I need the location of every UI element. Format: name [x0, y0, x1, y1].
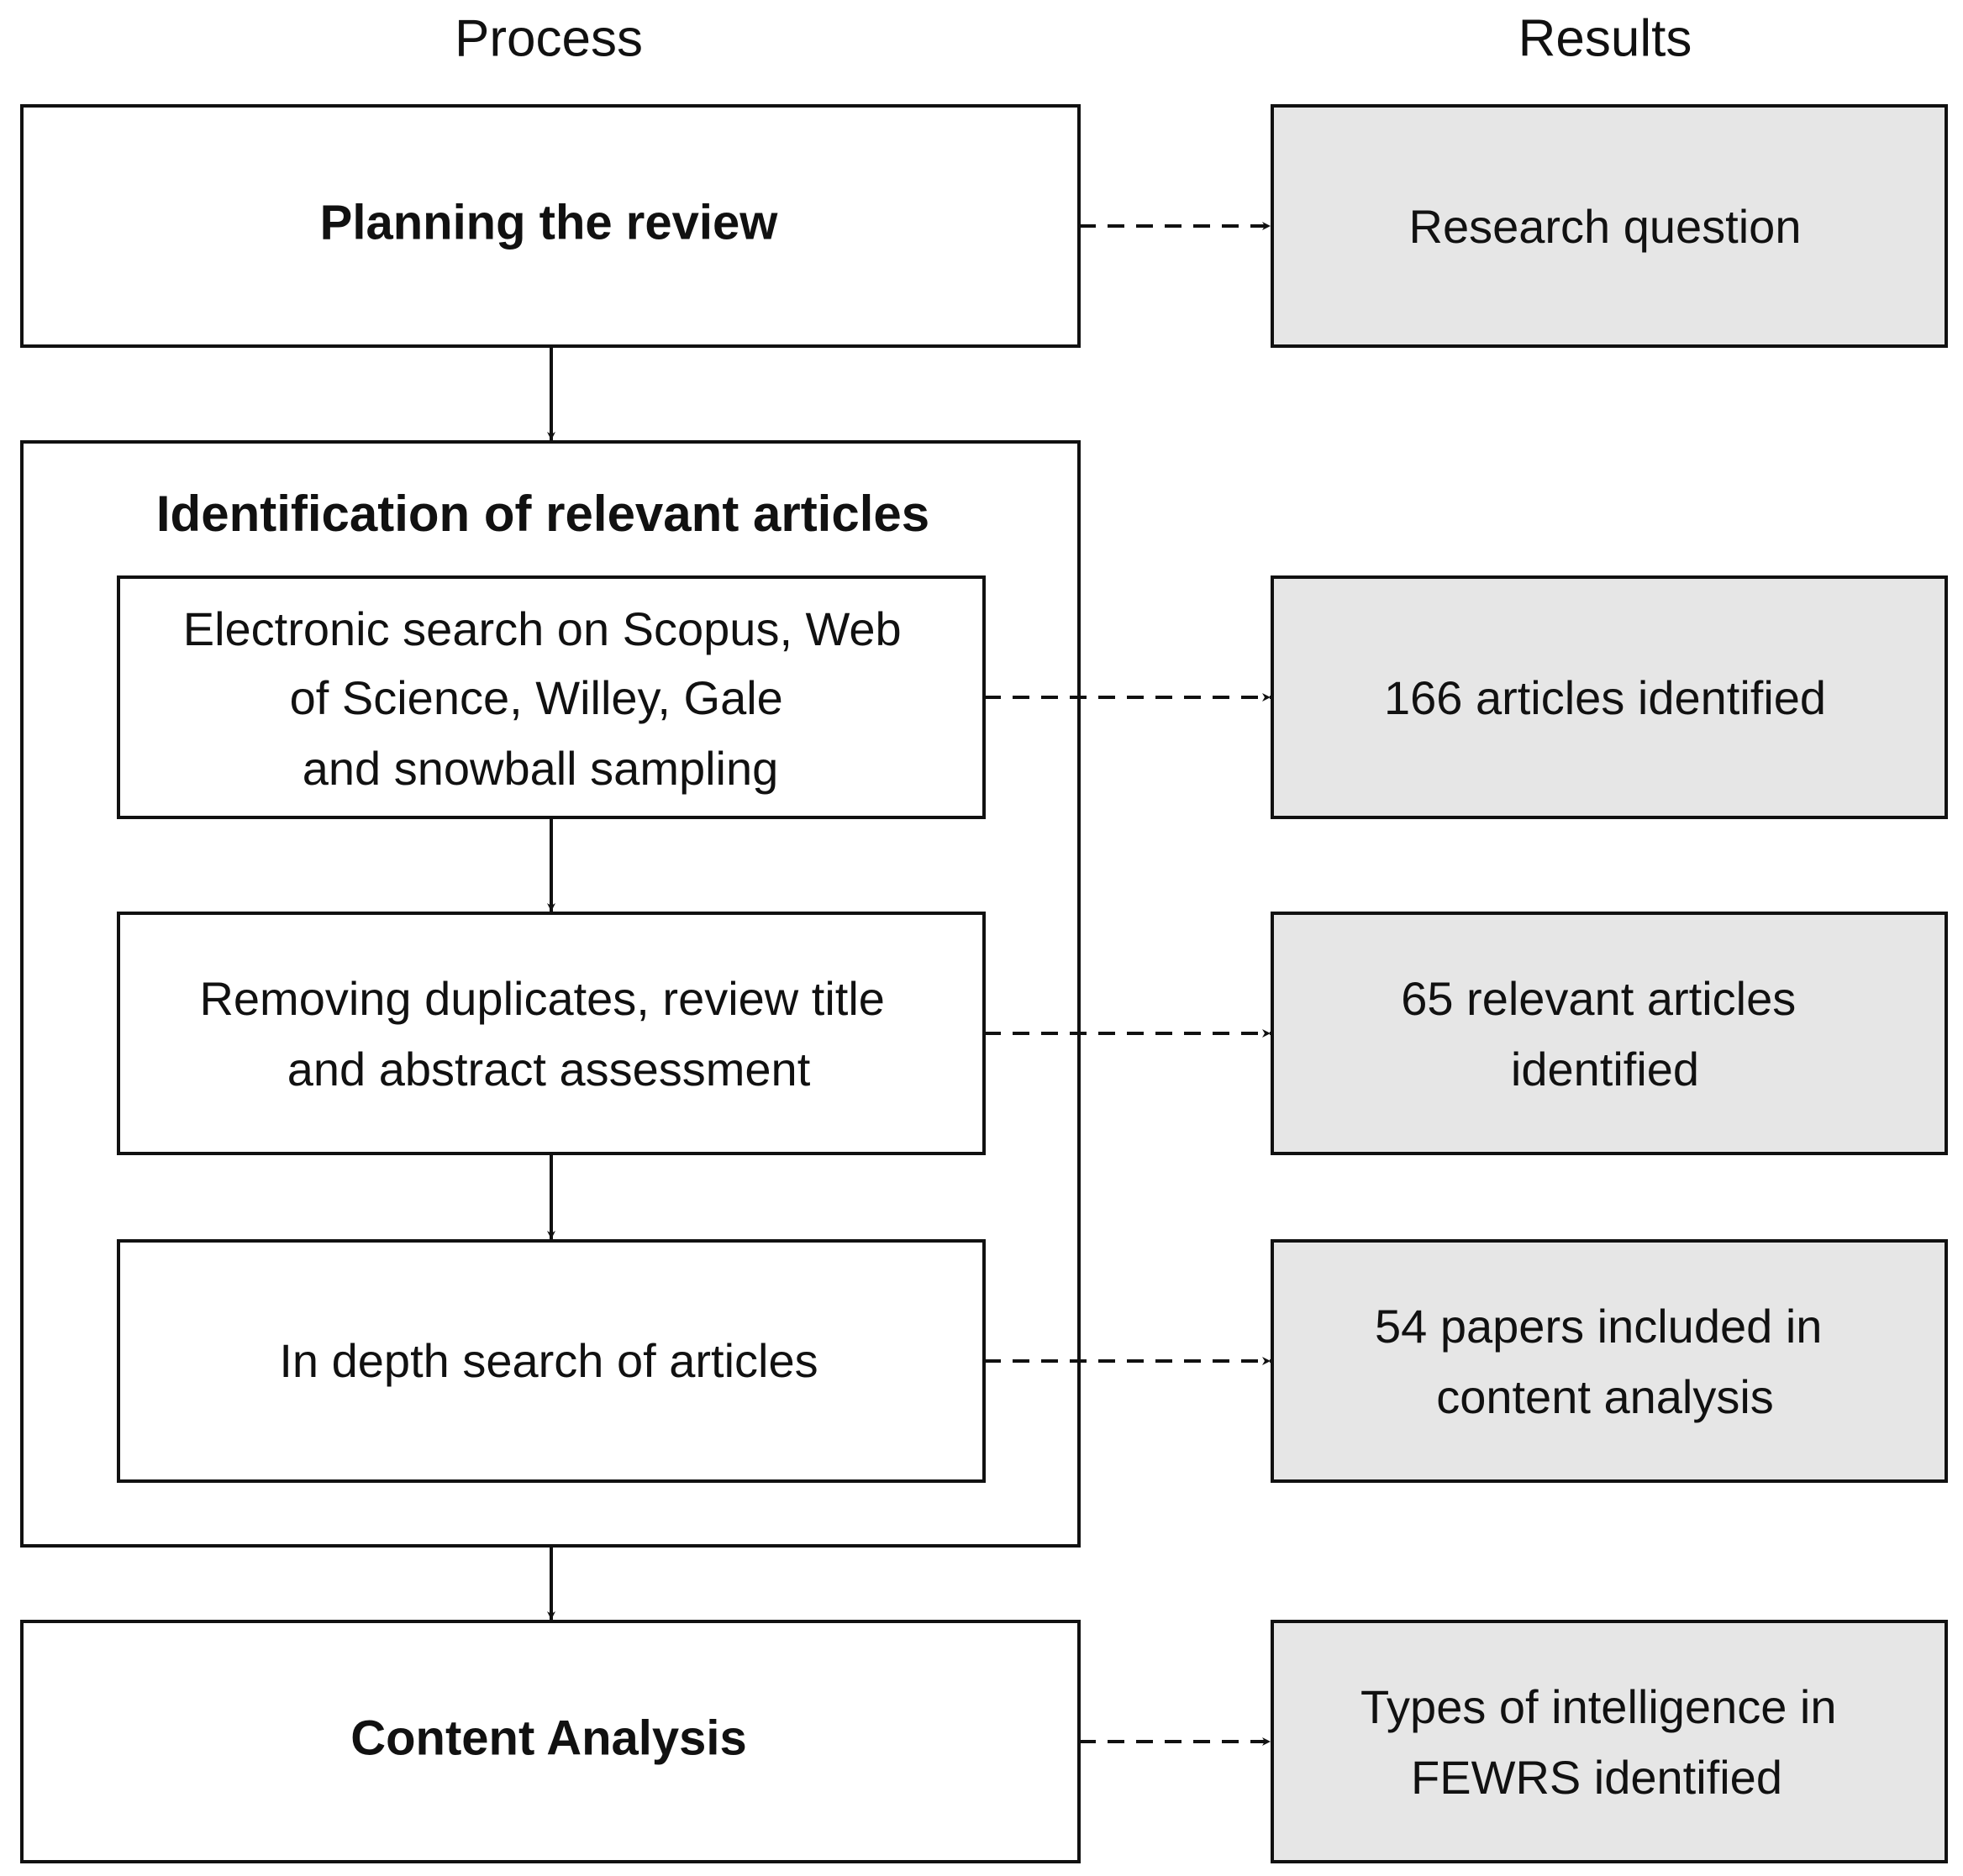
- electronic-search-line-2: of Science, Willey, Gale: [290, 671, 783, 724]
- content-analysis-box: [20, 1620, 1081, 1863]
- result-papers-included-line-2: content analysis: [1436, 1370, 1774, 1423]
- planning-box: [20, 104, 1081, 348]
- electronic-search-label: Electronic search on Scopus, Web of Scie…: [183, 602, 915, 795]
- result-box-papers-included: [1271, 1239, 1948, 1483]
- result-papers-included-line-1: 54 papers included in: [1375, 1300, 1822, 1353]
- removing-duplicates-box: [117, 912, 986, 1155]
- result-label-relevant-articles: 65 relevant articles identified: [1401, 972, 1809, 1096]
- result-research-question-line-1: Research question: [1409, 200, 1802, 253]
- results-column-header: Results: [1518, 9, 1692, 67]
- removing-duplicates-line-1: Removing duplicates, review title: [199, 972, 884, 1025]
- removing-duplicates-line-2: and abstract assessment: [287, 1043, 811, 1096]
- result-types-of-intelligence-line-1: Types of intelligence in: [1360, 1680, 1837, 1733]
- in-depth-search-box: [117, 1239, 986, 1483]
- identification-title: Identification of relevant articles: [156, 486, 929, 542]
- electronic-search-box: [117, 575, 986, 819]
- removing-duplicates-label: Removing duplicates, review title and ab…: [199, 972, 897, 1096]
- result-box-relevant-articles: [1271, 912, 1948, 1155]
- electronic-search-line-1: Electronic search on Scopus, Web: [183, 602, 902, 655]
- in-depth-search-line-1: In depth search of articles: [279, 1334, 818, 1387]
- planning-label: Planning the review: [320, 195, 779, 250]
- result-label-articles-identified: 166 articles identified: [1384, 671, 1826, 724]
- result-box-articles-identified: [1271, 575, 1948, 819]
- result-box-types-of-intelligence: [1271, 1620, 1948, 1863]
- result-articles-identified-line-1: 166 articles identified: [1384, 671, 1826, 724]
- result-label-types-of-intelligence: Types of intelligence in FEWRS identifie…: [1360, 1680, 1850, 1804]
- result-label-papers-included: 54 papers included in content analysis: [1375, 1300, 1835, 1423]
- result-types-of-intelligence-line-2: FEWRS identified: [1411, 1751, 1782, 1804]
- result-box-research-question: [1271, 104, 1948, 348]
- result-label-research-question: Research question: [1409, 200, 1802, 253]
- content-analysis-label: Content Analysis: [350, 1710, 747, 1765]
- in-depth-search-label: In depth search of articles: [279, 1334, 818, 1387]
- process-column-header: Process: [455, 9, 643, 67]
- electronic-search-line-3: and snowball sampling: [303, 742, 779, 795]
- result-relevant-articles-line-1: 65 relevant articles: [1401, 972, 1796, 1025]
- result-relevant-articles-line-2: identified: [1511, 1043, 1699, 1096]
